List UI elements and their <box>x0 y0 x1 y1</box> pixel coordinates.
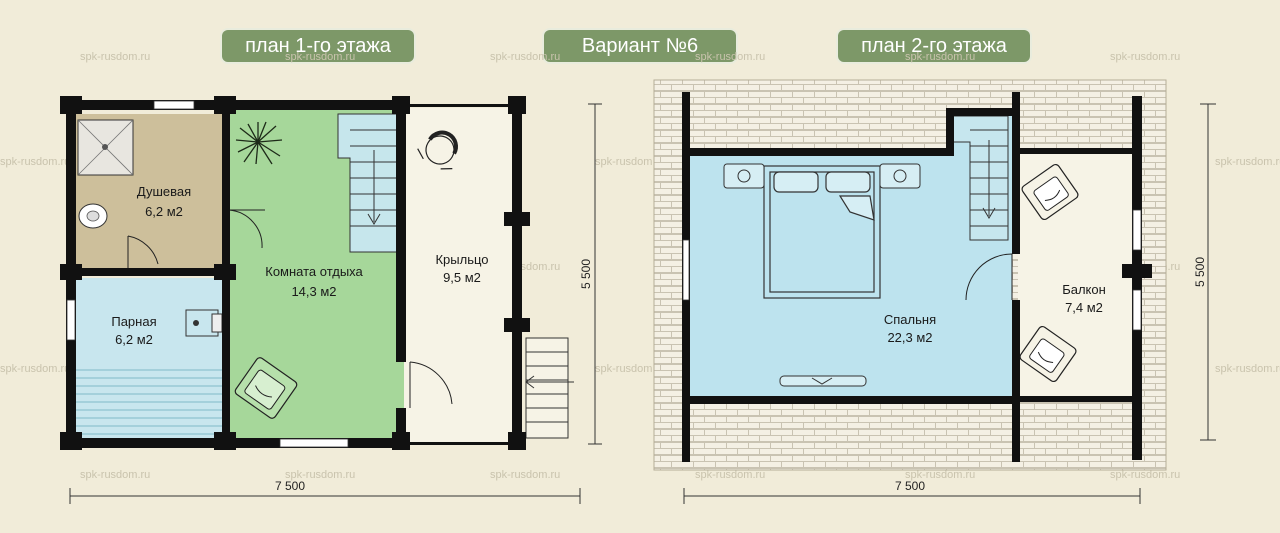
room-bedroom-name: Спальня <box>884 312 936 327</box>
watermark: spk-rusdom.ru <box>1110 469 1180 481</box>
watermark: spk-rusdom.ru <box>490 469 560 481</box>
watermark: spk-rusdom.ru <box>695 469 765 481</box>
staircase-icon <box>337 113 399 253</box>
windows <box>66 100 349 448</box>
room-balcony-area: 7,4 м2 <box>1065 300 1103 315</box>
plant-icon <box>235 121 283 165</box>
plan2-dimensions <box>683 103 1216 504</box>
room-steam-area: 6,2 м2 <box>115 332 153 347</box>
plan1-height-dimension: 5 500 <box>579 259 593 289</box>
plan2-header: план 2-го этажа <box>838 30 1030 62</box>
porch-fill <box>404 108 519 444</box>
watermark: spk-rusdom.ru <box>695 51 765 63</box>
plan1-dimensions <box>69 103 602 504</box>
watermark: spk-rusdom.ru <box>595 156 665 168</box>
watermark: spk-rusdom.ru <box>905 469 975 481</box>
watermark: spk-rusdom.ru <box>1215 363 1280 375</box>
room-shower-name: Душевая <box>137 184 191 199</box>
watermark: spk-rusdom.ru <box>595 363 665 375</box>
watermark: spk-rusdom.ru <box>80 51 150 63</box>
watermark: spk-rusdom.ru <box>1110 51 1180 63</box>
watermark: spk-rusdom.ru <box>0 363 70 375</box>
variant-header: Вариант №6 <box>544 30 736 62</box>
plan2-width-dimension: 7 500 <box>895 479 925 493</box>
watermark: spk-rusdom.ru <box>285 469 355 481</box>
bed-icon <box>763 165 881 299</box>
doors <box>127 209 453 408</box>
armchair-icon <box>234 357 298 419</box>
porch-steps <box>525 337 574 439</box>
watermark: spk-rusdom.ru <box>1215 156 1280 168</box>
plan1-width-dimension: 7 500 <box>275 479 305 493</box>
watermark: spk-rusdom.ru <box>490 51 560 63</box>
room-steam-name: Парная <box>111 314 156 329</box>
walls <box>60 96 530 450</box>
windows <box>682 209 1142 331</box>
doors <box>965 253 1013 301</box>
plan1-header: план 1-го этажа <box>222 30 414 62</box>
watermark: spk-rusdom.ru <box>285 51 355 63</box>
armchair-icon <box>1021 163 1079 221</box>
room-porch-area: 9,5 м2 <box>443 270 481 285</box>
room-steam-fill <box>72 278 222 444</box>
sauna-bench <box>76 369 222 435</box>
room-porch-name: Крыльцо <box>435 252 488 267</box>
watermark: spk-rusdom.ru <box>80 469 150 481</box>
room-rest-name: Комната отдыха <box>265 264 363 279</box>
watermark: spk-rusdom.ru <box>905 51 975 63</box>
plan1-floor: Душевая 6,2 м2 Парная 6,2 м2 Комната отд… <box>60 96 602 504</box>
chair-icon <box>417 130 458 170</box>
nightstand-icon <box>723 163 921 189</box>
room-balcony-name: Балкон <box>1062 282 1106 297</box>
plan2-floor: Спальня 22,3 м2 Балкон 7,4 м2 7 500 5 50… <box>653 79 1216 504</box>
armchair-icon <box>1019 325 1077 383</box>
tv-stand-icon <box>779 375 867 387</box>
plan2-height-dimension: 5 500 <box>1193 257 1207 287</box>
room-rest-area: 14,3 м2 <box>291 284 336 299</box>
room-shower-area: 6,2 м2 <box>145 204 183 219</box>
room-bedroom-area: 22,3 м2 <box>887 330 932 345</box>
watermark: spk-rusdom.ru <box>0 156 70 168</box>
